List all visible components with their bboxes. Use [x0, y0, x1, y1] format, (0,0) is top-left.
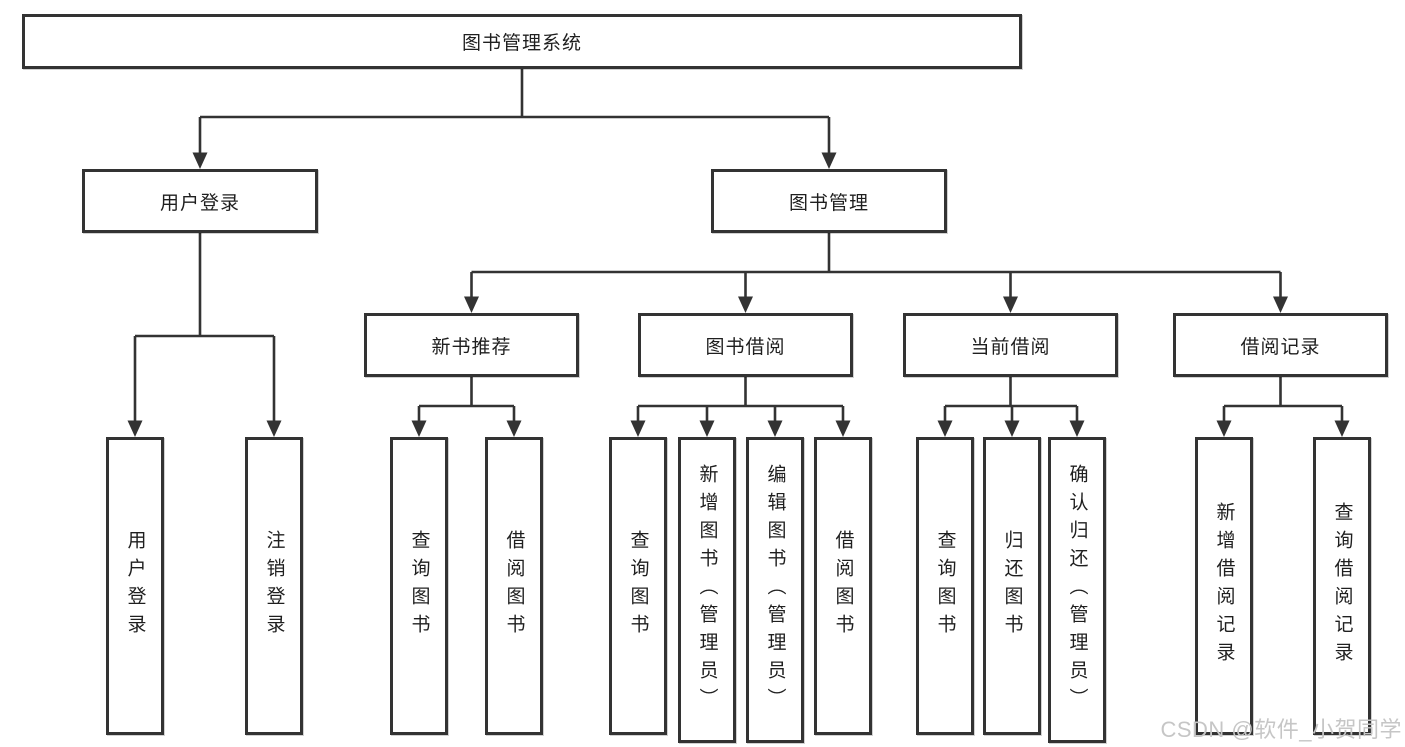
- leaf-add-borrow-record: 新增借阅记录: [1195, 437, 1253, 735]
- leaf-return-book-label: 归还图书: [1001, 530, 1023, 642]
- leaf-borrow-book-label: 借阅图书: [832, 530, 854, 642]
- leaf-add-book-admin-label: 新增图书（管理员）: [696, 464, 718, 716]
- node-user-login: 用户登录: [82, 169, 318, 233]
- leaf-query-book-recommend-label: 查询图书: [408, 530, 430, 642]
- node-book-borrow: 图书借阅: [638, 313, 853, 377]
- leaf-logout-login-label: 注销登录: [263, 530, 285, 642]
- leaf-edit-book-admin-label: 编辑图书（管理员）: [764, 464, 786, 716]
- leaf-user-login-label: 用户登录: [124, 530, 146, 642]
- node-new-book-recommend: 新书推荐: [364, 313, 579, 377]
- leaf-user-login: 用户登录: [106, 437, 164, 735]
- leaf-return-book: 归还图书: [983, 437, 1041, 735]
- node-book-management-label: 图书管理: [788, 192, 869, 214]
- node-book-borrow-label: 图书借阅: [705, 336, 786, 358]
- node-current-borrow-label: 当前借阅: [970, 336, 1051, 358]
- leaf-query-book-borrow-label: 查询图书: [627, 530, 649, 642]
- leaf-borrow-book-recommend-label: 借阅图书: [503, 530, 525, 642]
- leaf-query-borrow-record: 查询借阅记录: [1313, 437, 1371, 735]
- leaf-confirm-return-admin-label: 确认归还（管理员）: [1066, 464, 1088, 716]
- leaf-add-borrow-record-label: 新增借阅记录: [1213, 502, 1235, 670]
- leaf-borrow-book: 借阅图书: [814, 437, 872, 735]
- leaf-query-borrow-record-label: 查询借阅记录: [1331, 502, 1353, 670]
- node-root-label: 图书管理系统: [461, 33, 582, 54]
- node-current-borrow: 当前借阅: [903, 313, 1118, 377]
- node-root: 图书管理系统: [22, 14, 1022, 69]
- csdn-watermark: CSDN @软件_小贺同学: [1160, 717, 1402, 742]
- leaf-logout-login: 注销登录: [245, 437, 303, 735]
- leaf-borrow-book-recommend: 借阅图书: [485, 437, 543, 735]
- leaf-add-book-admin: 新增图书（管理员）: [678, 437, 736, 743]
- node-new-book-recommend-label: 新书推荐: [431, 336, 512, 358]
- node-borrow-records: 借阅记录: [1173, 313, 1388, 377]
- leaf-query-book-current-label: 查询图书: [934, 530, 956, 642]
- node-user-login-label: 用户登录: [159, 192, 240, 214]
- leaf-confirm-return-admin: 确认归还（管理员）: [1048, 437, 1106, 743]
- node-borrow-records-label: 借阅记录: [1240, 336, 1321, 358]
- leaf-query-book-recommend: 查询图书: [390, 437, 448, 735]
- leaf-query-book-current: 查询图书: [916, 437, 974, 735]
- node-book-management: 图书管理: [711, 169, 947, 233]
- leaf-edit-book-admin: 编辑图书（管理员）: [746, 437, 804, 743]
- leaf-query-book-borrow: 查询图书: [609, 437, 667, 735]
